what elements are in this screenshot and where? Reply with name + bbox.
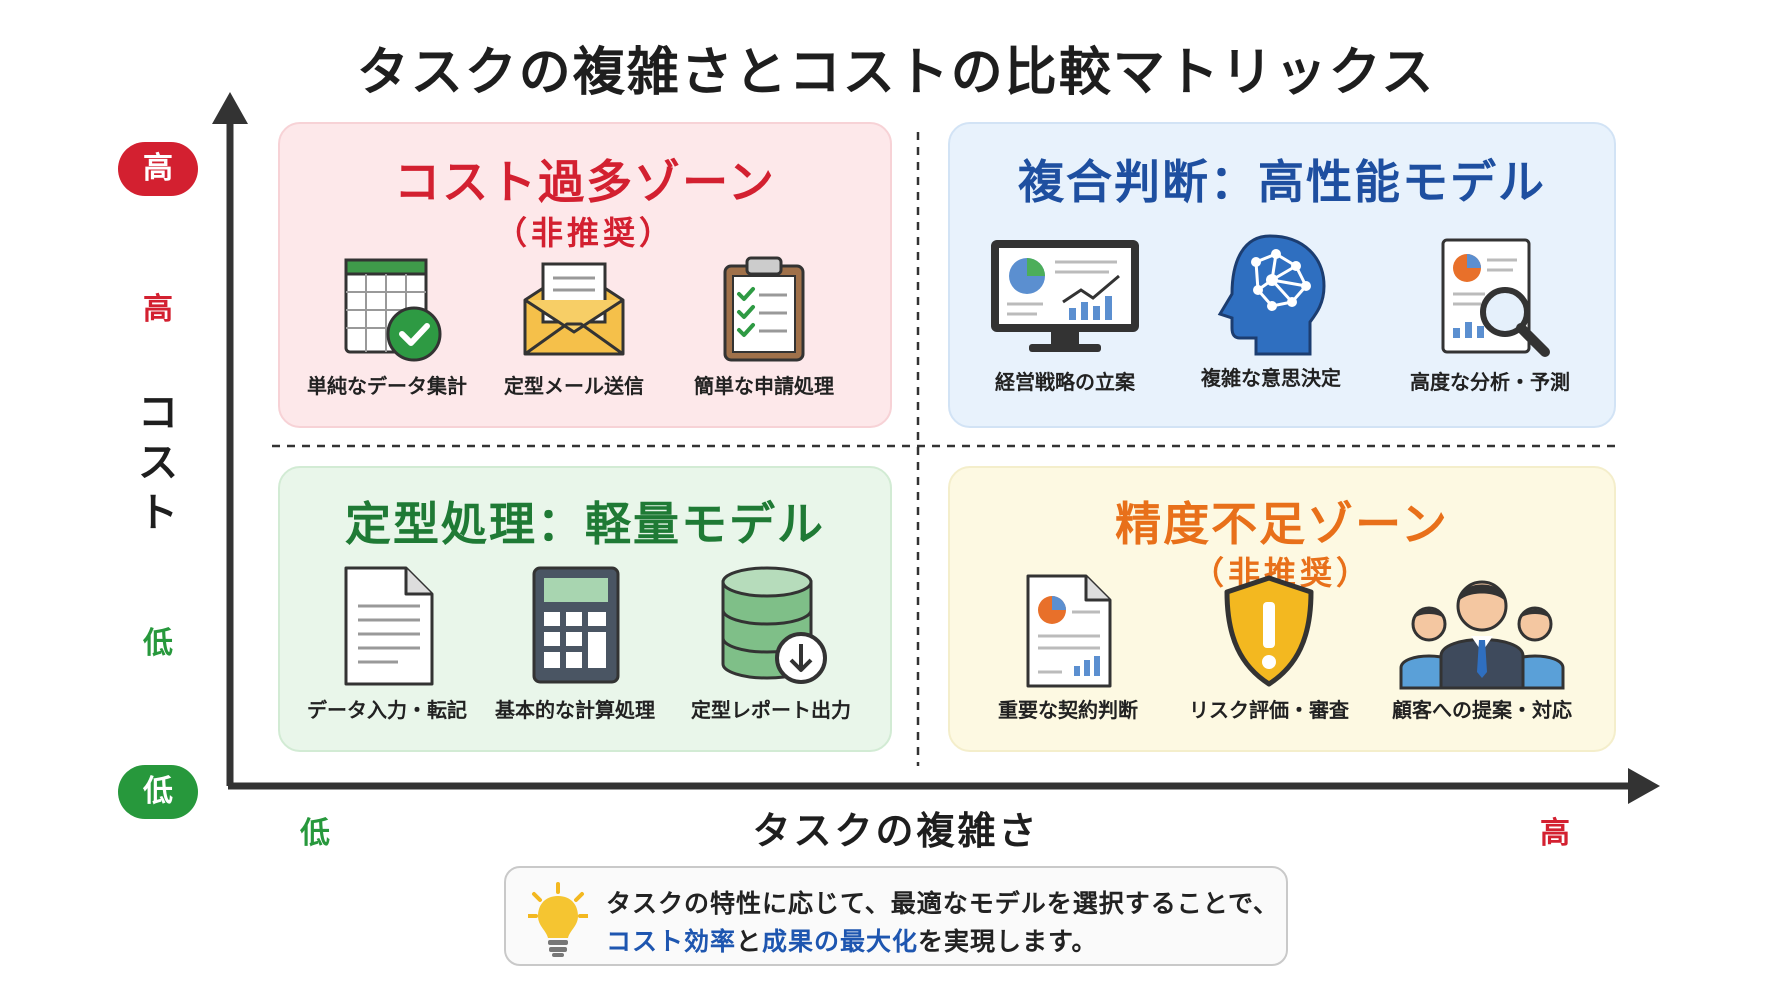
tip-line-2: コスト効率と成果の最大化を実現します。 — [606, 922, 1098, 958]
customer-group-icon — [1399, 580, 1565, 690]
quadrant-title: 精度不足ゾーン — [1115, 497, 1449, 551]
item-simple-application: 簡単な申請処理 — [674, 254, 854, 399]
item-basic-calculation: 基本的な計算処理 — [480, 564, 670, 723]
quadrant-cost-excess: コスト過多ゾーン （非推奨） 単純なデータ集計 定型メール送信 — [278, 122, 892, 428]
item-label: 複雑な意思決定 — [1201, 366, 1341, 390]
item-label: データ入力・転記 — [307, 698, 467, 722]
document-icon — [344, 566, 434, 686]
quadrant-complex-judgment: 複合判断：高性能モデル 経営戦略の立案 複雑な意思決定 — [948, 122, 1616, 428]
y-axis-arrow — [212, 92, 248, 124]
spreadsheet-check-icon — [344, 258, 442, 362]
tip-text: と — [736, 927, 763, 956]
item-analysis: 高度な分析・予測 — [1380, 236, 1600, 395]
envelope-icon — [523, 262, 625, 356]
ai-brain-head-icon — [1217, 234, 1326, 356]
page-title: タスクの複雑さとコストの比較マトリックス — [356, 43, 1436, 103]
y-axis-title: コ ス ト — [136, 388, 180, 538]
clipboard-checklist-icon — [723, 256, 805, 362]
item-contract-judgment: 重要な契約判断 — [970, 572, 1166, 723]
y-low-label: 低 — [143, 626, 173, 661]
item-label: リスク評価・審査 — [1189, 698, 1349, 722]
item-data-entry: データ入力・転記 — [292, 564, 482, 723]
y-axis-title-char: ス — [138, 440, 178, 486]
item-risk-assessment: リスク評価・審査 — [1176, 572, 1362, 723]
item-label: 簡単な申請処理 — [694, 374, 834, 398]
y-axis-title-char: コ — [138, 390, 178, 436]
tip-text: を実現します。 — [918, 927, 1098, 956]
calculator-icon — [532, 566, 620, 684]
x-low-label: 低 — [300, 816, 330, 851]
y-axis-title-char: ト — [138, 490, 178, 536]
item-fixed-report: 定型レポート出力 — [676, 564, 866, 723]
quadrant-insufficient-accuracy: 精度不足ゾーン （非推奨） 重要な契約判断 リスク評価・審査 — [948, 466, 1616, 752]
monitor-chart-icon — [991, 240, 1139, 352]
y-low-pill: 低 — [118, 765, 198, 819]
item-label: 高度な分析・予測 — [1410, 370, 1570, 394]
quadrant-subtitle: （非推奨） — [494, 214, 675, 252]
quadrant-title: コスト過多ゾーン — [394, 155, 776, 209]
item-label: 顧客への提案・対応 — [1392, 698, 1572, 722]
y-high-pill: 高 — [118, 142, 198, 196]
item-simple-aggregation: 単純なデータ集計 — [292, 254, 482, 399]
y-high-label: 高 — [143, 292, 173, 327]
warning-shield-icon — [1224, 575, 1314, 687]
tip-highlight-maximize-results: 成果の最大化 — [762, 927, 919, 956]
tip-box: タスクの特性に応じて、最適なモデルを選択することで、 コスト効率と成果の最大化を… — [504, 866, 1288, 966]
tip-line-1: タスクの特性に応じて、最適なモデルを選択することで、 — [606, 889, 1280, 918]
contract-document-icon — [1026, 574, 1112, 688]
item-customer-proposal: 顧客への提案・対応 — [1370, 572, 1594, 723]
quadrant-routine-processing: 定型処理：軽量モデル データ入力・転記 基本的な計算処理 — [278, 466, 892, 752]
item-fixed-mail: 定型メール送信 — [484, 254, 664, 399]
item-label: 経営戦略の立案 — [995, 370, 1135, 394]
item-strategy: 経営戦略の立案 — [960, 236, 1170, 395]
item-label: 重要な契約判断 — [998, 698, 1138, 722]
item-label: 定型メール送信 — [504, 374, 644, 398]
quadrant-title: 定型処理：軽量モデル — [345, 497, 825, 551]
tip-highlight-cost-efficiency: コスト効率 — [606, 927, 737, 956]
item-label: 基本的な計算処理 — [495, 698, 655, 722]
x-axis-title: タスクの複雑さ — [752, 809, 1040, 853]
item-decision: 複雑な意思決定 — [1176, 230, 1366, 391]
item-label: 単純なデータ集計 — [307, 374, 467, 398]
x-axis-arrow — [1628, 768, 1660, 804]
database-download-icon — [721, 566, 827, 684]
report-magnifier-icon — [1441, 238, 1550, 357]
x-high-label: 高 — [1540, 816, 1570, 851]
lightbulb-icon — [528, 882, 588, 957]
quadrant-title: 複合判断：高性能モデル — [1018, 155, 1546, 209]
item-label: 定型レポート出力 — [691, 698, 851, 722]
